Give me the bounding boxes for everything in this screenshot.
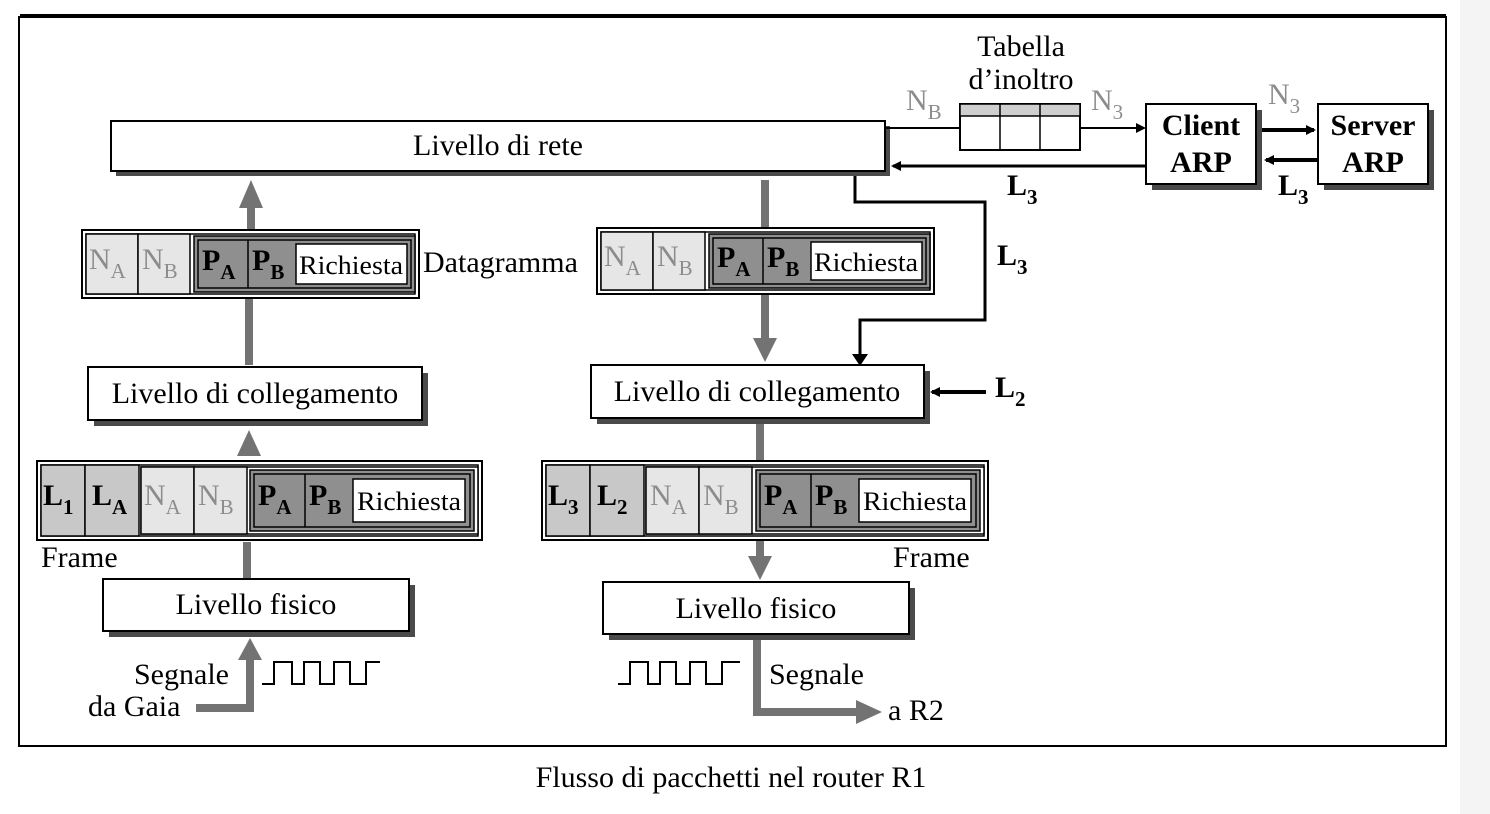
field-nb: NB: [657, 240, 693, 280]
frame-right: L3 L2 NA NB PA PB Richiesta: [541, 460, 989, 541]
frame-left-label: Frame: [41, 541, 118, 574]
path-l3-to-link-layer: [853, 176, 987, 356]
label-n3-to-client: N3: [1091, 84, 1123, 124]
field-na: NA: [144, 479, 182, 519]
diagram-border: [18, 16, 1447, 747]
field-pb: PB: [815, 479, 847, 519]
field-request: Richiesta: [814, 248, 918, 277]
flow-arrows: [196, 180, 882, 724]
field-pa: PA: [717, 241, 751, 281]
page-edge-strip: [1460, 0, 1490, 814]
field-nb: NB: [142, 243, 178, 283]
field-nb: NB: [198, 479, 234, 519]
client-arp-box: Client ARP: [1145, 103, 1262, 190]
signal-waveform-left: [262, 661, 380, 685]
field-l1: L1: [43, 479, 74, 519]
destination-label: a R2: [888, 694, 944, 727]
field-request: Richiesta: [299, 251, 403, 280]
field-pb: PB: [767, 241, 799, 281]
table-title-line1: Tabella: [977, 30, 1065, 63]
label-l3-client: L3: [1007, 169, 1038, 209]
field-pb: PB: [309, 479, 341, 519]
network-layer-label: Livello di rete: [413, 129, 583, 162]
figure-caption: Flusso di pacchetti nel router R1: [536, 761, 927, 794]
field-request: Richiesta: [357, 487, 461, 516]
signal-waveform-right: [618, 661, 740, 685]
label-l3-side: L3: [997, 239, 1028, 279]
arrowhead-l3-to-link-layer: [852, 354, 868, 366]
physical-layer-right-label: Livello fisico: [676, 592, 837, 625]
signal-in-label-2: da Gaia: [88, 690, 180, 723]
field-pa: PA: [764, 479, 798, 519]
forwarding-table: Tabella d’inoltro: [959, 30, 1081, 151]
server-arp-line2: ARP: [1342, 146, 1404, 179]
signal-out-label: Segnale: [769, 658, 864, 691]
datagram-left: NA NB PA PB Richiesta: [81, 229, 420, 299]
client-arp-line2: ARP: [1170, 146, 1232, 179]
link-layer-left-label: Livello di collegamento: [112, 377, 399, 410]
field-la: LA: [92, 479, 128, 519]
field-pa: PA: [202, 244, 236, 284]
label-l2: L2: [995, 371, 1026, 411]
datagram-right: NA NB PA PB Richiesta: [596, 227, 935, 295]
link-layer-right-box: Livello di collegamento: [590, 364, 930, 424]
label-n3-to-server: N3: [1268, 78, 1300, 118]
frame-right-label: Frame: [893, 541, 970, 574]
field-na: NA: [604, 240, 642, 280]
physical-layer-left-label: Livello fisico: [176, 588, 337, 621]
network-layer-box: Livello di rete: [110, 120, 890, 176]
label-nb-to-table: NB: [906, 84, 942, 124]
frame-left: L1 LA NA NB PA PB Richiesta: [36, 460, 483, 541]
client-arp-line1: Client: [1162, 109, 1240, 142]
field-na: NA: [650, 479, 688, 519]
datagram-label: Datagramma: [423, 246, 578, 279]
field-pb: PB: [252, 244, 284, 284]
table-title-line2: d’inoltro: [969, 63, 1074, 96]
server-arp-box: Server ARP: [1317, 103, 1434, 190]
link-layer-right-label: Livello di collegamento: [614, 375, 901, 408]
field-l2: L2: [597, 479, 628, 519]
physical-layer-left-box: Livello fisico: [102, 578, 415, 637]
server-arp-line1: Server: [1331, 109, 1416, 142]
field-request: Richiesta: [863, 487, 967, 516]
field-pa: PA: [258, 479, 292, 519]
physical-layer-right-box: Livello fisico: [602, 581, 915, 640]
field-l3: L3: [548, 479, 579, 519]
link-layer-left-box: Livello di collegamento: [87, 366, 428, 426]
field-nb: NB: [703, 479, 739, 519]
field-na: NA: [89, 243, 127, 283]
label-l3-server: L3: [1278, 169, 1309, 209]
signal-in-label-1: Segnale: [134, 658, 229, 691]
